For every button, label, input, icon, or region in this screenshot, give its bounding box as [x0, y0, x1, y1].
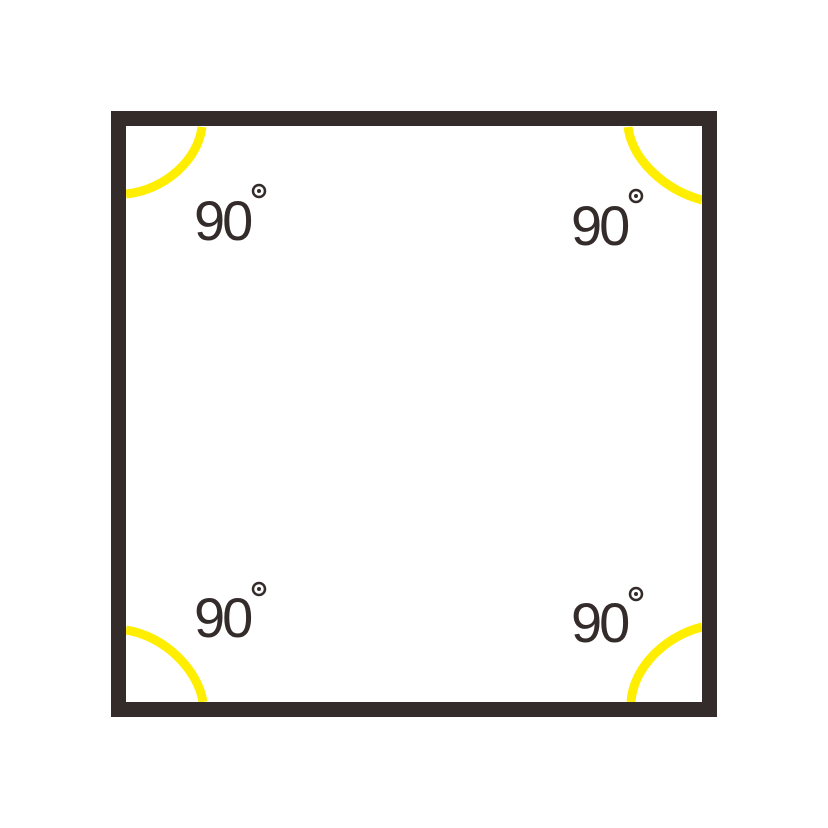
angle-label-bottom-left: 90 — [194, 586, 251, 649]
angle-label-top-right: 90 — [571, 194, 628, 257]
degree-symbol-bottom-left — [251, 581, 267, 597]
right-angle-arc-top-left — [125, 126, 207, 199]
degree-symbol-top-right — [628, 188, 644, 204]
degree-symbol-top-left — [251, 183, 267, 199]
angle-label-top-left: 90 — [194, 189, 251, 252]
degree-symbol-bottom-right — [628, 586, 644, 602]
right-angle-arc-bottom-right — [626, 622, 704, 703]
right-angle-arc-top-right — [623, 126, 704, 205]
right-angle-arc-bottom-left — [125, 625, 208, 703]
square-outline — [111, 111, 717, 717]
angle-label-bottom-right: 90 — [571, 591, 628, 654]
